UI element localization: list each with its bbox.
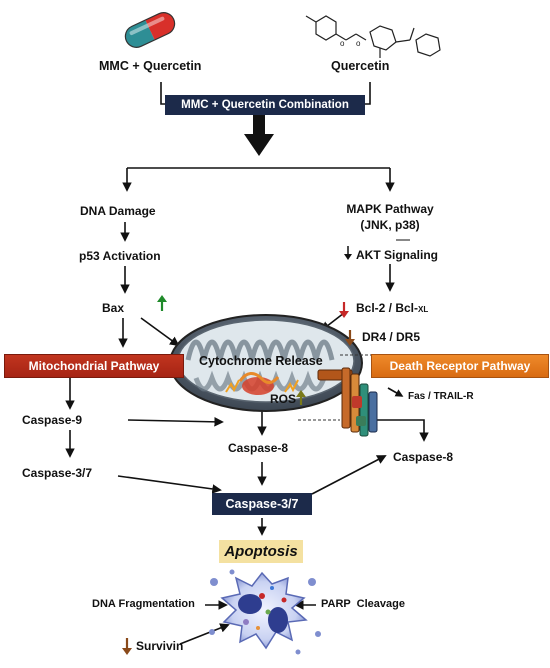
bax-up-arrow — [157, 295, 167, 311]
caspase-8-right-label: Caspase-8 — [393, 450, 454, 464]
bcl2-label: Bcl-2 / Bcl-XL — [356, 301, 429, 315]
dna-damage-label: DNA Damage — [80, 204, 156, 218]
svg-text:o: o — [356, 39, 361, 48]
caspase-8-center-label: Caspase-8 — [228, 441, 289, 455]
fas-trail-r-label: Fas / TRAIL-R — [408, 391, 474, 402]
capsule-icon — [124, 12, 176, 48]
bcl2-subscript: XL — [418, 305, 429, 314]
ros-label: ROS — [270, 392, 297, 406]
caspase-9-label: Caspase-9 — [22, 413, 83, 427]
akt-signaling-label: AKT Signaling — [356, 248, 438, 262]
bcl2-down-arrow — [339, 302, 349, 318]
ros-up-arrow — [296, 390, 306, 405]
cytochrome-release-label: Cytochrome Release — [199, 354, 323, 368]
receptor-icon — [317, 367, 378, 437]
akt-down-arrow — [344, 246, 352, 260]
quercetin-label: Quercetin — [331, 59, 390, 73]
bax-label: Bax — [102, 301, 125, 315]
mmc-quercetin-label: MMC + Quercetin — [99, 59, 202, 73]
apoptosis-box: Apoptosis — [219, 540, 303, 563]
caspase-37-center-box: Caspase-3/7 — [212, 493, 312, 515]
mitochondrion-icon — [169, 314, 363, 412]
survivin-label: Survivin — [136, 639, 184, 653]
dr45-down-arrow — [345, 330, 355, 346]
combination-box: MMC + Quercetin Combination — [165, 95, 365, 115]
combination-down-arrow — [244, 115, 274, 156]
mapk-pathway-label: MAPK Pathway — [346, 202, 434, 216]
dna-fragmentation-label: DNA Fragmentation — [92, 598, 195, 610]
death-receptor-pathway-bar: Death Receptor Pathway — [371, 354, 549, 378]
p53-activation-label: p53 Activation — [79, 249, 161, 263]
dr4-dr5-label: DR4 / DR5 — [362, 330, 421, 344]
survivin-down-arrow — [122, 638, 132, 655]
quercetin-structure-icon: o o — [305, 15, 441, 58]
parp-cleavage-label: PARP Cleavage — [321, 598, 405, 610]
caspase-37-left-label: Caspase-3/7 — [22, 466, 93, 480]
svg-text:o: o — [340, 39, 345, 48]
mapk-jnk-p38-label: (JNK, p38) — [360, 218, 420, 232]
mitochondrial-pathway-bar: Mitochondrial Pathway — [4, 354, 184, 378]
apoptotic-cell-icon — [209, 569, 321, 655]
